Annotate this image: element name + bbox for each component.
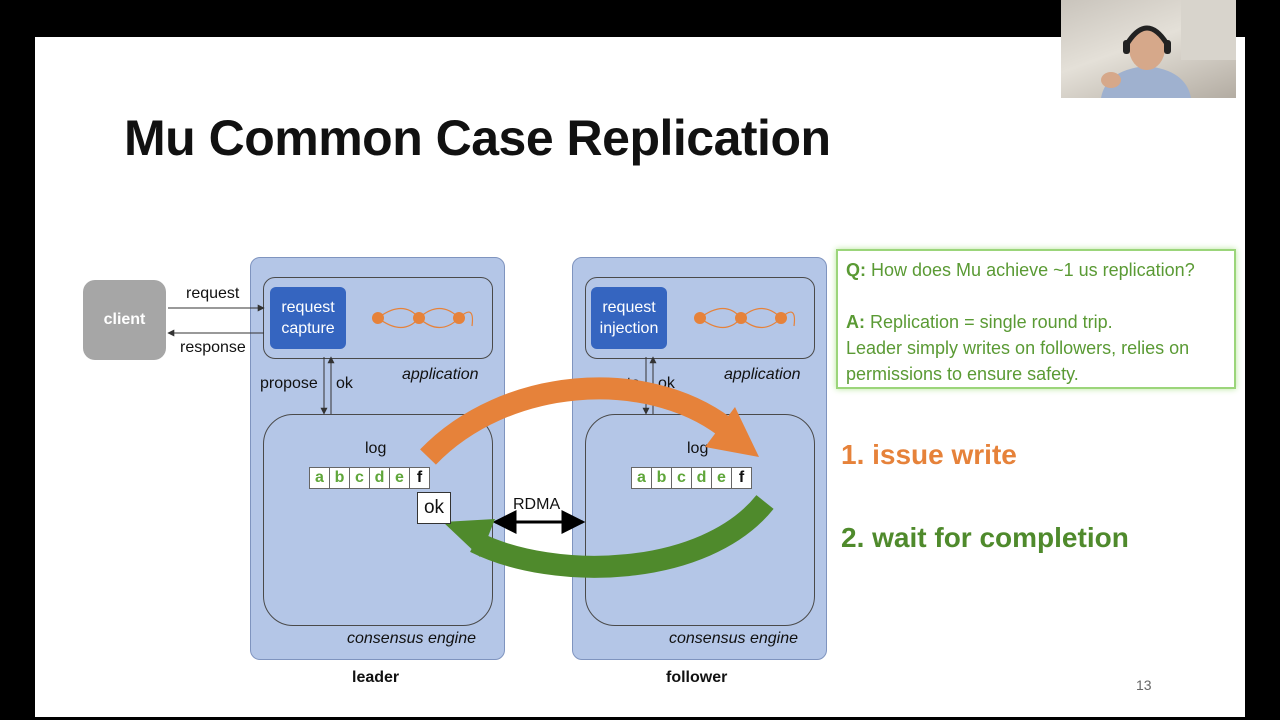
request-capture-button: request capture (270, 287, 346, 349)
diagram-arrows (167, 304, 796, 578)
log-cell: a (309, 467, 330, 489)
response-label: response (180, 339, 246, 356)
a-prefix: A: (846, 312, 865, 332)
leader-ok-label: ok (336, 375, 353, 392)
presenter-silhouette (1101, 0, 1236, 98)
follower-label: follower (666, 669, 728, 686)
question-text: How does Mu achieve ~1 us replication? (871, 260, 1195, 280)
leader-application-box (263, 277, 493, 359)
request-label: request (186, 285, 240, 302)
leader-log: a b c d e f (309, 467, 430, 489)
q-prefix: Q: (846, 260, 866, 280)
propose-label: propose (260, 375, 318, 392)
answer-line: A: Replication = single round trip. (846, 309, 1226, 335)
question-line: Q: How does Mu achieve ~1 us replication… (846, 257, 1226, 283)
webcam-video (1061, 0, 1236, 98)
client-box: client (83, 280, 166, 360)
answer-line-2: Leader simply writes on followers, relie… (846, 338, 1190, 384)
page-title: Mu Common Case Replication (124, 110, 831, 166)
follower-log-label: log (687, 440, 709, 457)
log-cell: f (409, 467, 430, 489)
completion-arrow (470, 494, 774, 578)
ok-box: ok (417, 492, 451, 524)
follower-state-machine (694, 307, 796, 329)
follower-application-box (585, 277, 815, 359)
leader-engine-label: consensus engine (347, 630, 476, 647)
leader-label: leader (352, 669, 400, 686)
step-wait-completion: 2. wait for completion (841, 522, 1129, 553)
page-number: 13 (1136, 677, 1152, 693)
issue-write-arrow (420, 377, 732, 465)
leader-application-label: application (402, 366, 479, 383)
rdma-label: RDMA (513, 496, 561, 513)
follower-application-label: application (724, 366, 801, 383)
qa-box: Q: How does Mu achieve ~1 us replication… (836, 249, 1236, 389)
follower-log: a b c d e f (631, 467, 752, 489)
slide: Mu Common Case Replication client reques… (35, 37, 1245, 717)
follower-engine-label: consensus engine (669, 630, 798, 647)
request-injection-button: request injection (591, 287, 667, 349)
leader-log-label: log (365, 440, 387, 457)
answer-line-1: Replication = single round trip. (870, 312, 1113, 332)
log-cell: f (731, 467, 752, 489)
step-issue-write: 1. issue write (841, 439, 1017, 470)
leader-state-machine (372, 307, 474, 329)
